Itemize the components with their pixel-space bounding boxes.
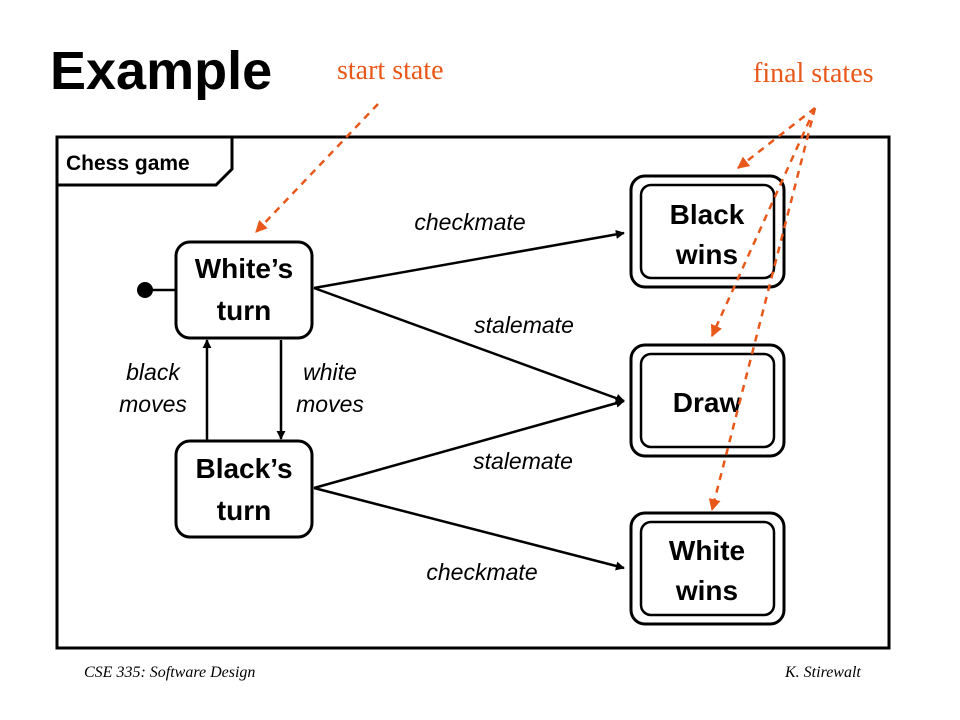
label-black-moves-line2: moves bbox=[119, 391, 187, 417]
state-black-turn[interactable]: Black’s turn bbox=[174, 439, 314, 539]
footer-author: K. Stirewalt bbox=[785, 664, 861, 681]
start-state-pointer bbox=[255, 103, 379, 233]
state-white-turn-line1: White’s bbox=[195, 253, 294, 284]
frame-label: Chess game bbox=[66, 152, 190, 175]
label-black-stalemate: stalemate bbox=[473, 448, 573, 474]
final-pointer-draw bbox=[710, 107, 817, 338]
label-white-stalemate: stalemate bbox=[474, 312, 574, 338]
state-white-wins[interactable]: White wins bbox=[629, 511, 786, 626]
state-black-turn-line2: turn bbox=[217, 495, 271, 526]
state-white-turn[interactable]: White’s turn bbox=[174, 240, 314, 340]
state-draw-label: Draw bbox=[673, 387, 742, 418]
transition-black-checkmate bbox=[313, 486, 625, 571]
state-black-wins[interactable]: Black wins bbox=[629, 174, 786, 289]
label-white-moves-line1: white bbox=[303, 359, 357, 385]
start-state-annotation: start state bbox=[337, 55, 444, 86]
state-white-wins-line1: White bbox=[669, 535, 745, 566]
label-black-moves-line1: black bbox=[126, 359, 181, 385]
final-states-annotation: final states bbox=[753, 58, 874, 89]
final-pointer-black-wins bbox=[737, 107, 816, 169]
diagram-frame bbox=[55, 135, 891, 650]
label-white-checkmate: checkmate bbox=[414, 209, 525, 235]
label-black-checkmate: checkmate bbox=[426, 559, 537, 585]
state-black-wins-line2: wins bbox=[675, 239, 738, 270]
state-white-wins-line2: wins bbox=[675, 575, 738, 606]
label-white-moves-line2: moves bbox=[296, 391, 364, 417]
slide-title: Example bbox=[50, 41, 273, 101]
final-pointer-white-wins bbox=[708, 107, 817, 512]
state-black-turn-line1: Black’s bbox=[195, 453, 292, 484]
state-white-turn-line2: turn bbox=[217, 295, 271, 326]
transition-white-stalemate bbox=[313, 286, 625, 403]
transition-white-checkmate bbox=[313, 229, 625, 290]
initial-state-dot bbox=[137, 282, 153, 298]
state-draw[interactable]: Draw bbox=[629, 343, 786, 458]
transition-black-stalemate bbox=[313, 398, 625, 490]
state-black-wins-line1: Black bbox=[670, 199, 745, 230]
footer-course: CSE 335: Software Design bbox=[84, 664, 256, 681]
frame-tab bbox=[57, 137, 234, 187]
